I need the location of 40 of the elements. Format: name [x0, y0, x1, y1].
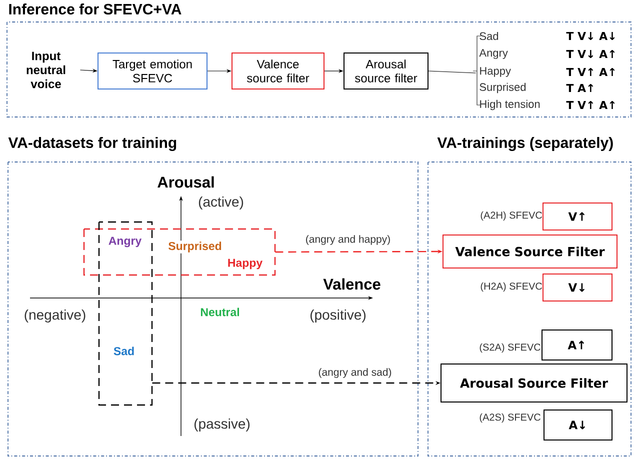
- panel-title: Inference for SFEVC+VA: [9, 4, 182, 14]
- axis-title: Valence: [322, 277, 382, 291]
- emotion-label: Angry: [107, 236, 143, 248]
- emotion-name: Surprised: [480, 82, 526, 94]
- axis-end-label: (positive): [308, 308, 368, 324]
- emotion-name: High tension: [480, 100, 540, 110]
- emotion-code: T V↑ A↑: [566, 100, 615, 110]
- axis-end-label: (active): [197, 195, 245, 211]
- side-label: (H2A) SFEVC: [480, 282, 542, 292]
- filter-box: Target emotion SFEVC: [98, 52, 208, 90]
- filter-box: Arousal Source Filter: [440, 364, 628, 402]
- direction-box: A↑: [542, 330, 612, 360]
- side-label: (A2H) SFEVC: [480, 211, 542, 221]
- emotion-label: Sad: [112, 346, 136, 356]
- panel-title: VA-datasets for training: [8, 136, 176, 152]
- direction-box: V↑: [542, 202, 612, 230]
- side-label: (A2S) SFEVC: [480, 413, 540, 423]
- emotion-label: Happy: [226, 258, 264, 270]
- axis-end-label: (passive): [192, 417, 252, 433]
- edge-label: (angry and happy): [304, 234, 392, 246]
- emotion-name: Happy: [480, 67, 511, 77]
- input-label: Input neutral voice: [26, 52, 66, 88]
- side-label: (S2A) SFEVC: [480, 343, 540, 353]
- emotion-code: T V↑ A↑: [566, 68, 615, 76]
- edge-label: (angry and sad): [317, 367, 393, 379]
- emotion-name: Sad: [480, 32, 498, 40]
- axis-title: Arousal: [156, 175, 216, 189]
- filter-box: Arousal source filter: [344, 52, 428, 90]
- direction-box: A↓: [544, 410, 612, 440]
- direction-box: V↓: [542, 274, 612, 302]
- emotion-name: Angry: [479, 49, 508, 59]
- panel-title: VA-trainings (separately): [437, 136, 613, 152]
- emotion-code: T V↓ A↓: [566, 32, 615, 40]
- filter-box: Valence Source Filter: [442, 234, 618, 268]
- axis-end-label: (negative): [22, 308, 88, 324]
- emotion-code: T V↓ A↑: [566, 50, 615, 58]
- emotion-code: T A↑: [566, 84, 594, 92]
- emotion-label: Surprised: [167, 240, 223, 254]
- filter-box: Valence source filter: [232, 52, 324, 90]
- emotion-label: Neutral: [199, 306, 241, 318]
